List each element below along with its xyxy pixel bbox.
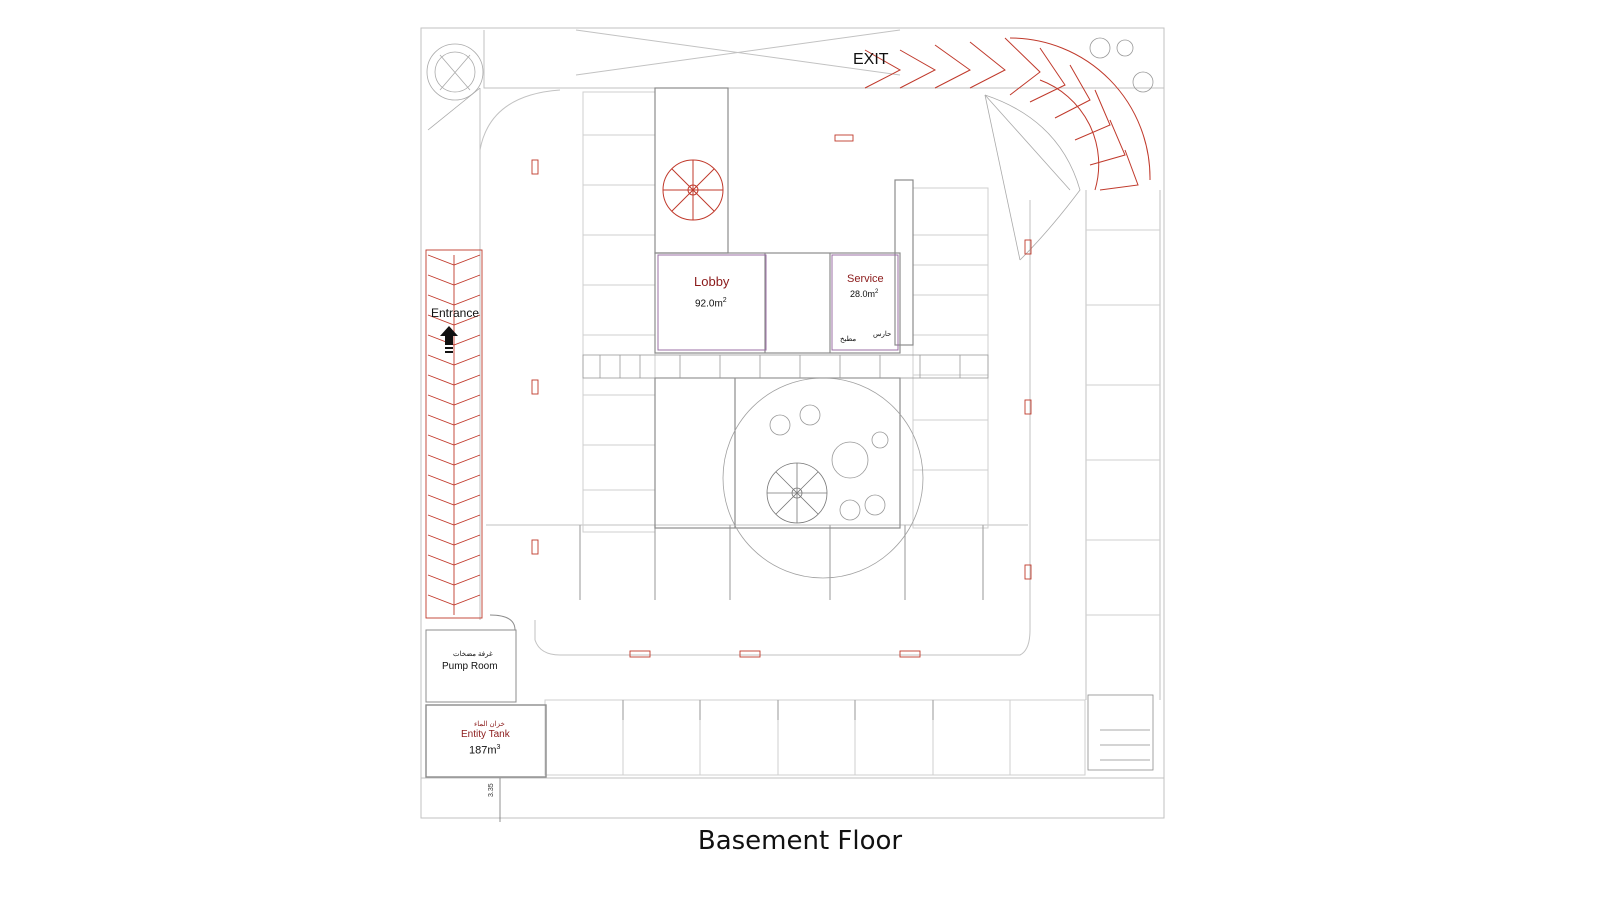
entrance-ramp [425,249,483,619]
pump-room-arabic-label: غرفة مضخات [453,651,493,658]
traffic-arrows-icon [531,134,1032,658]
lobby-area-unit: 2 [722,297,727,304]
trees-northeast-icon [1089,37,1154,93]
lobby-area-value: 92.0m [695,298,723,310]
central-core-walls [654,87,914,529]
pump-room-walls [425,614,517,703]
entity-tank-label: Entity Tank [461,729,510,740]
entrance-arrow-icon [440,326,458,353]
service-area-unit: 2 [875,289,879,295]
entrance-label: Entrance [431,306,480,320]
plan-title: Basement Floor [697,826,903,856]
exit-label: EXIT [853,51,889,68]
parking-stalls-south [544,699,1086,776]
service-label: Service [847,273,884,285]
service-subroom-label-1: حارس [873,331,892,338]
service-area-value: 28.0m [850,289,876,299]
tank-volume-value: 187m [469,744,497,757]
lobby-label: Lobby [694,274,730,289]
service-area: 28.0m2 [850,289,878,299]
ramp-curve-guides [984,94,1081,261]
southeast-stair-icon [1087,694,1154,771]
column-grid [579,525,984,720]
exit-ramp [864,37,1151,191]
courtyard-trees-icon [769,404,889,521]
courtyard-spiral-stair-icon [722,377,924,579]
parking-stalls-east [912,187,1160,616]
hatched-walls [582,354,989,379]
entity-tank-arabic-label: خزان الماء [474,721,505,728]
parking-stalls-west [582,91,656,533]
tank-volume-unit: 3 [496,744,501,751]
entity-tank-volume: 187m3 [469,744,500,757]
dimension-value: 3.35 [488,783,495,797]
tree-northwest-icon [426,43,484,131]
service-subroom-label-2: مطبخ [840,336,857,343]
spiral-stair-north-icon [662,159,724,221]
lobby-service-outline [657,254,899,351]
entity-tank-walls [425,704,547,778]
lobby-area: 92.0m2 [695,297,727,309]
pump-room-label: Pump Room [442,661,498,672]
